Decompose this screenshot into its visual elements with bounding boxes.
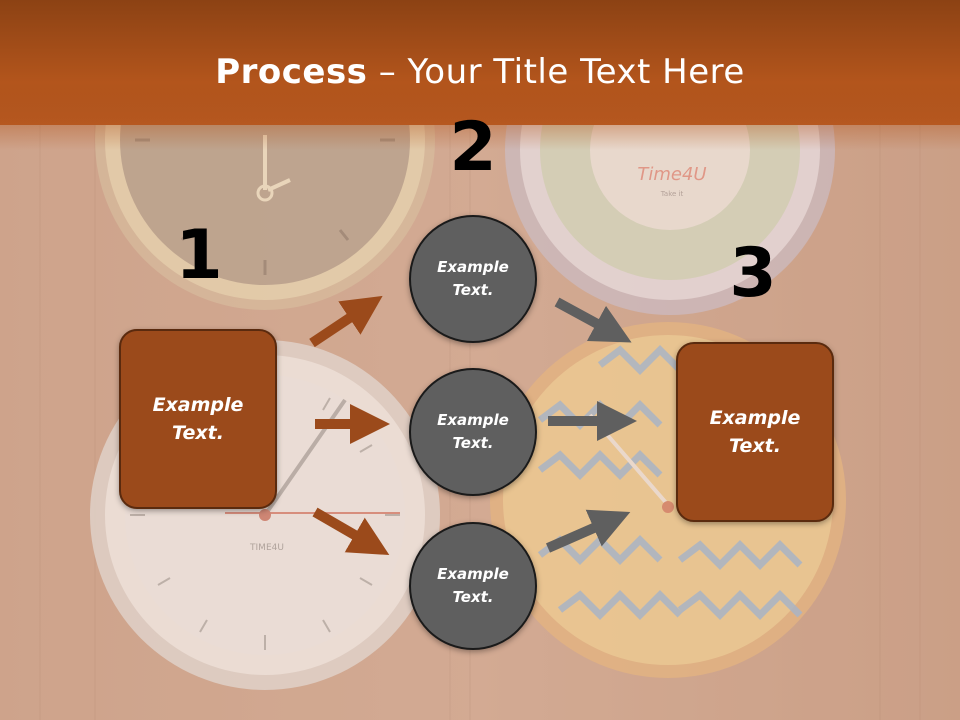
clock-brand-1: TIME4U <box>249 543 284 553</box>
step-2-circle-2: Example Text. <box>409 368 537 496</box>
circle-1-text-line1: Example <box>437 257 509 276</box>
step-1-box: Example Text. <box>119 329 277 509</box>
step-2-circle-1: Example Text. <box>409 215 537 343</box>
step-number-2: 2 <box>449 108 497 187</box>
step-1-text-line1: Example <box>152 393 244 416</box>
clock-tagline: Take it <box>660 190 684 198</box>
title-rest: – Your Title Text Here <box>367 52 745 92</box>
step-number-1: 1 <box>175 216 223 295</box>
circle-3-text-line2: Text. <box>452 588 494 606</box>
step-3-box: Example Text. <box>676 342 834 522</box>
step-3-text-line1: Example <box>709 406 801 429</box>
slide-title: Process – Your Title Text Here <box>0 52 960 92</box>
step-1-text-line2: Text. <box>172 422 224 444</box>
circle-2-text-line2: Text. <box>452 434 494 452</box>
circle-1-text-line2: Text. <box>452 281 494 299</box>
step-2-circle-3: Example Text. <box>409 522 537 650</box>
clock-brand-2: Time4U <box>637 164 706 185</box>
circle-3-text-line1: Example <box>437 564 509 583</box>
step-3-text-line2: Text. <box>729 435 781 457</box>
step-number-3: 3 <box>729 234 777 313</box>
circle-2-text-line1: Example <box>437 410 509 429</box>
title-bold: Process <box>215 52 368 92</box>
title-bar-fade <box>0 0 960 150</box>
